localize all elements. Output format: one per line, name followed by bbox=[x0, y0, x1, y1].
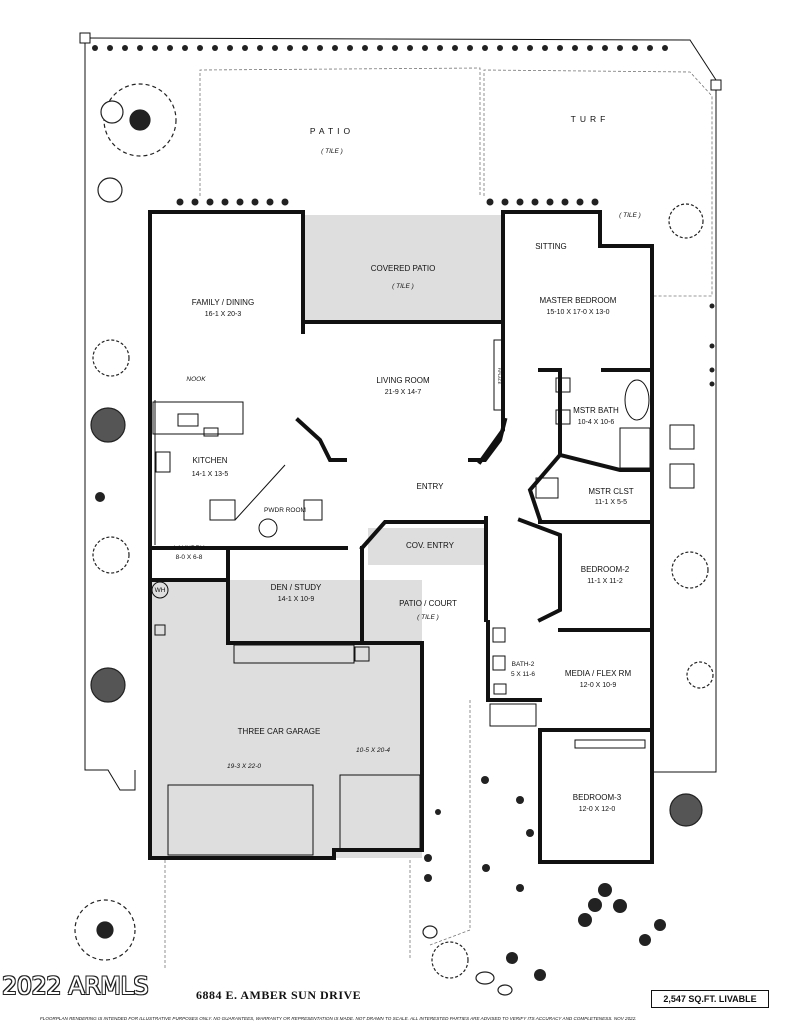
garage-dims-right: 10-5 X 20-4 bbox=[356, 747, 390, 754]
patio-label: PATIO bbox=[310, 126, 354, 136]
room-labels: PATIO ( TILE ) TURF ( TILE ) COVERED PAT… bbox=[155, 114, 641, 813]
exterior-walls bbox=[148, 210, 654, 864]
patio-court-label: PATIO / COURT bbox=[399, 599, 457, 608]
patio-court-tile-note: ( TILE ) bbox=[417, 614, 439, 621]
trees bbox=[74, 83, 714, 996]
garage-dims-left: 19-3 X 22-0 bbox=[227, 763, 261, 770]
sitting-label: SITTING bbox=[535, 242, 567, 251]
mstr-bath-dims: 10-4 X 10-6 bbox=[578, 419, 615, 426]
bath2-label: BATH-2 bbox=[512, 661, 535, 668]
property-address: 6884 E. AMBER SUN DRIVE bbox=[196, 988, 362, 1002]
mstr-clst-dims: 11-1 X 5-5 bbox=[595, 499, 627, 506]
shaded-areas bbox=[152, 215, 501, 858]
laundry-dims: 8-0 X 6-8 bbox=[176, 554, 203, 561]
bedroom2-label: BEDROOM-2 bbox=[581, 565, 630, 574]
kitchen-dims: 14-1 X 13-5 bbox=[192, 471, 229, 478]
interior-details bbox=[151, 339, 695, 856]
landscaping bbox=[92, 45, 715, 981]
covered-patio-label: COVERED PATIO bbox=[371, 264, 436, 273]
turf-label: TURF bbox=[571, 114, 610, 124]
pwdr-room-label-text: PWDR ROOM bbox=[264, 507, 306, 514]
watermark: 2022 ARMLS bbox=[2, 972, 149, 1000]
covered-patio-tile-note: ( TILE ) bbox=[392, 283, 414, 290]
bedroom2-dims: 11-1 X 11-2 bbox=[587, 578, 623, 585]
den-study-dims: 14-1 X 10-9 bbox=[278, 596, 315, 603]
cov-entry-area bbox=[368, 528, 488, 565]
entry-label: ENTRY bbox=[417, 482, 445, 491]
yard-outline bbox=[79, 32, 722, 970]
covered-patio-area bbox=[303, 215, 501, 322]
living-room-dims: 21-9 X 14-7 bbox=[385, 389, 422, 396]
garage-floor bbox=[152, 580, 422, 858]
turf-tile-note: ( TILE ) bbox=[619, 212, 641, 219]
kitchen-label: KITCHEN bbox=[192, 456, 227, 465]
den-study-label: DEN / STUDY bbox=[271, 583, 322, 592]
mstr-bath-label: MSTR BATH bbox=[573, 406, 619, 415]
media-flex-label: MEDIA / FLEX RM bbox=[565, 669, 632, 678]
cov-entry-label: COV. ENTRY bbox=[406, 541, 455, 550]
master-bedroom-label: MASTER BEDROOM bbox=[540, 296, 617, 305]
family-dining-dims: 16-1 X 20-3 bbox=[205, 311, 242, 318]
master-bedroom-dims: 15-10 X 17-0 X 13-0 bbox=[546, 309, 609, 316]
livable-area-badge: 2,547 SQ.FT. LIVABLE bbox=[651, 990, 769, 1008]
bath2-dims: 5 X 11-6 bbox=[511, 671, 535, 678]
wh-label: WH bbox=[155, 587, 166, 594]
living-room-label: LIVING ROOM bbox=[376, 376, 430, 385]
pwdr-room-label: PWDR ROOM bbox=[264, 507, 306, 514]
laundry-label: LAUNDRY bbox=[174, 545, 206, 552]
fireplace-label: F/PLACE bbox=[497, 368, 502, 385]
patio-tile-note: ( TILE ) bbox=[321, 148, 343, 155]
family-dining-label: FAMILY / DINING bbox=[192, 298, 254, 307]
disclaimer-text: FLOORPLAN RENDERING IS INTENDED FOR ILLU… bbox=[40, 1016, 637, 1021]
bedroom3-dims: 12-0 X 12-0 bbox=[579, 806, 616, 813]
bedroom3-label: BEDROOM-3 bbox=[573, 793, 622, 802]
mstr-clst-label: MSTR CLST bbox=[588, 487, 633, 496]
garage-label: THREE CAR GARAGE bbox=[238, 727, 321, 736]
nook-label: NOOK bbox=[186, 376, 206, 383]
media-flex-dims: 12-0 X 10-9 bbox=[580, 682, 617, 689]
